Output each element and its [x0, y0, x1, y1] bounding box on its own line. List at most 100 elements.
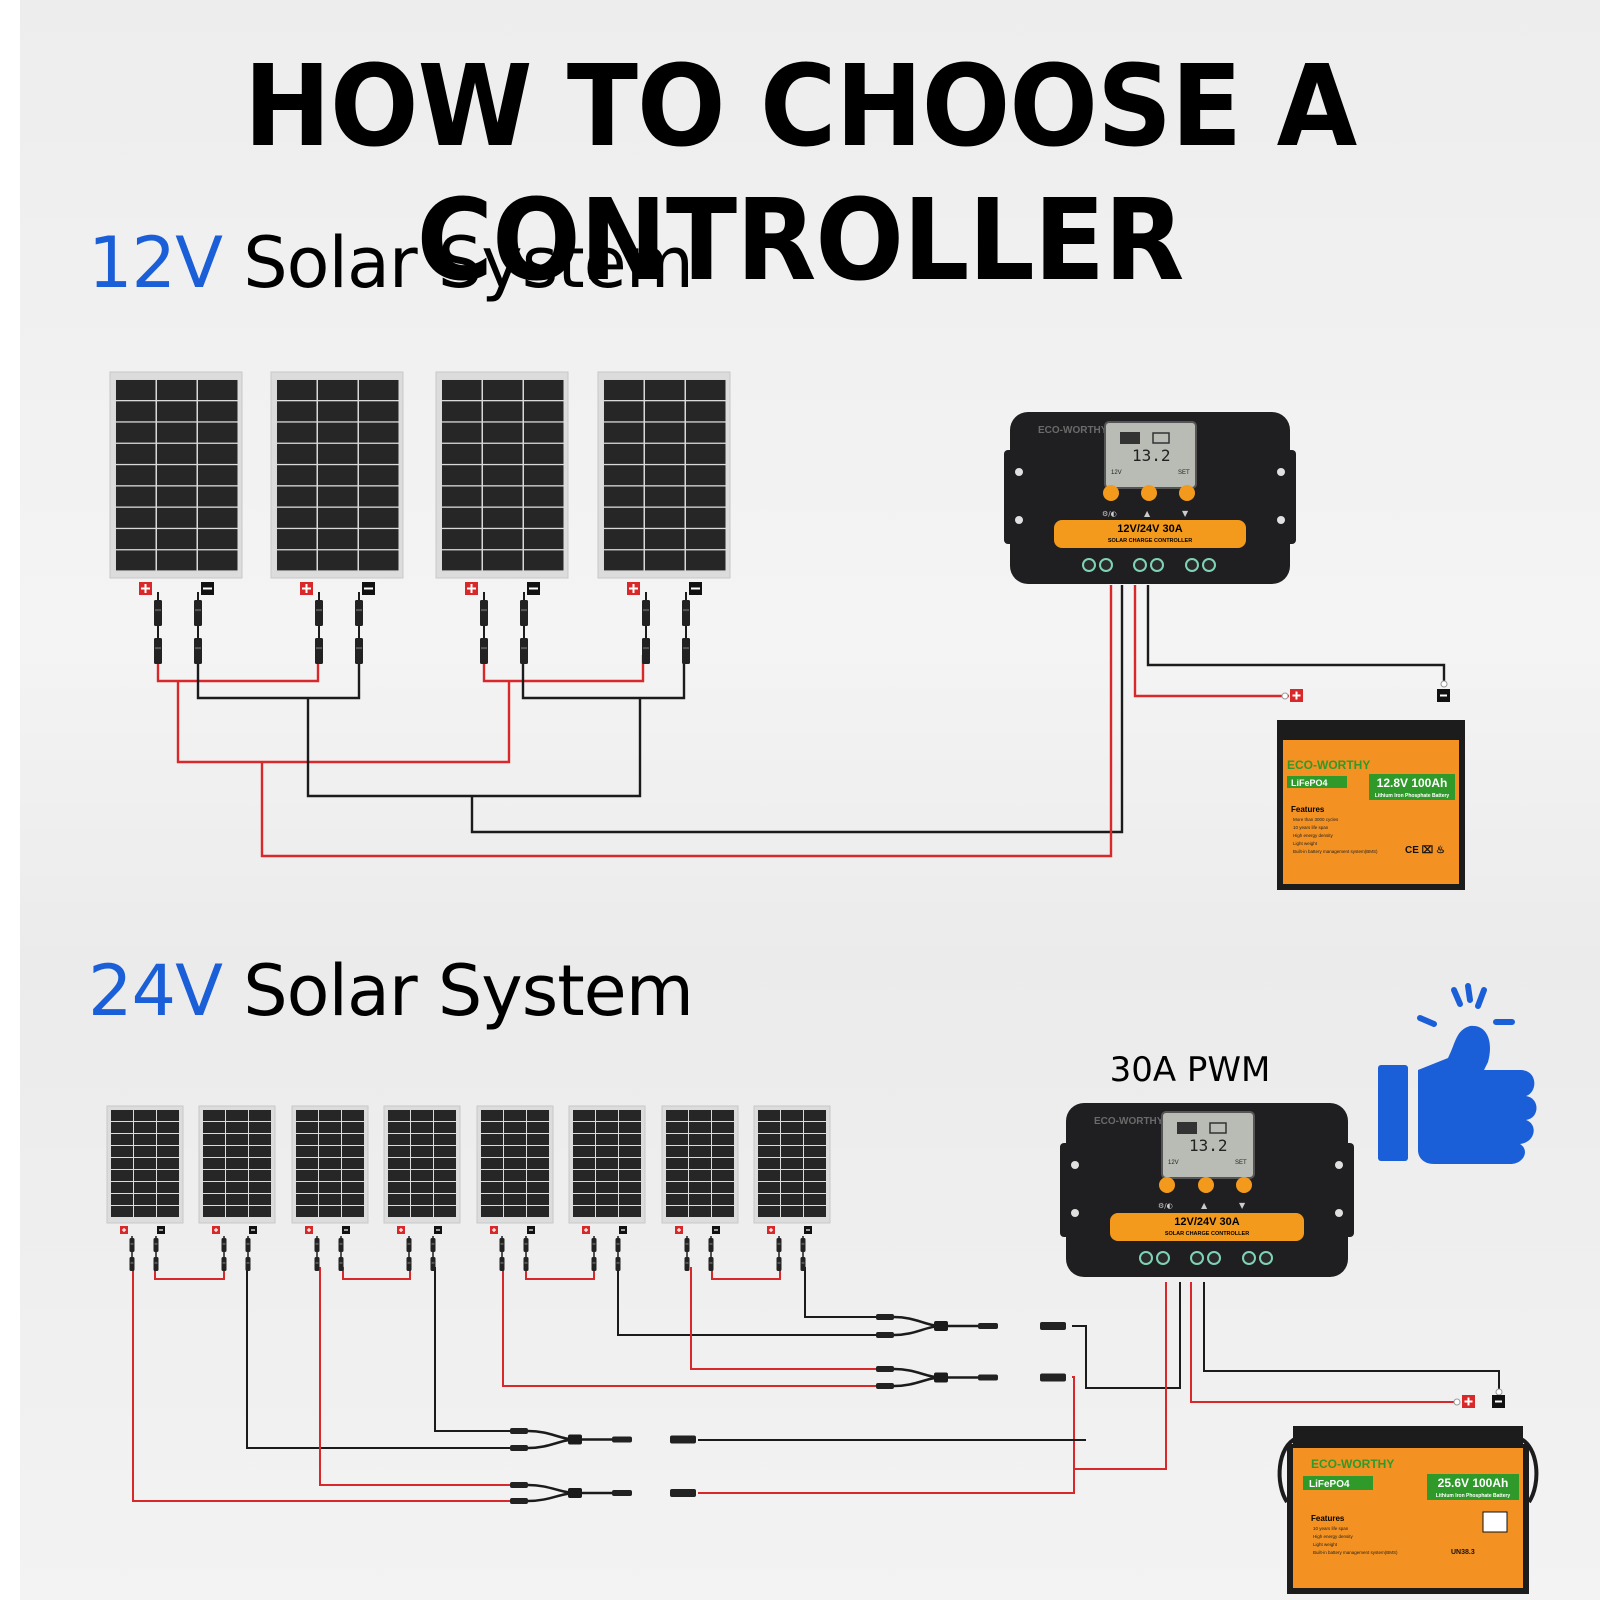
controller-terminals [1139, 1251, 1273, 1265]
mc4-connector [480, 638, 488, 664]
mc4-connector [800, 1238, 806, 1252]
y-branch-connectors [510, 1314, 1066, 1504]
battery-subtitle: Lithium Iron Phosphate Battery [1436, 1493, 1511, 1499]
solar-panel [291, 1105, 369, 1234]
wire-24v-run-red-1 [132, 1267, 512, 1502]
mc4-connector [523, 1257, 529, 1271]
heading-12v-label: Solar System [243, 222, 694, 304]
solar-panel [753, 1105, 831, 1234]
wiring-24v [132, 1267, 1500, 1502]
controller-rating: 12V/24V 30A [1117, 523, 1182, 535]
heading-24v-system: 24V Solar System [88, 950, 694, 1032]
mc4-connector [153, 1257, 159, 1271]
battery-top [1277, 720, 1465, 740]
mc4-connector [615, 1257, 621, 1271]
solar-panel [383, 1105, 461, 1234]
controller-subtitle: SOLAR CHARGE CONTROLLER [1165, 1231, 1249, 1237]
mc4-connector [245, 1238, 251, 1252]
mc4-connector [154, 638, 162, 664]
controller-terminals [1082, 558, 1216, 572]
battery-terminal-markers [1281, 680, 1505, 1408]
wire-24v-run-black-1 [246, 1267, 512, 1449]
battery-brand: ECO-WORTHY [1287, 758, 1370, 772]
battery-24v: ECO-WORTHY LiFePO4 25.6V 100Ah Lithium I… [1277, 1426, 1539, 1594]
down-arrow-icon: ▼ [1239, 1201, 1246, 1210]
wire-24v-run-red-3 [502, 1267, 878, 1387]
battery-handle-right [1518, 1436, 1539, 1504]
controller-brand: ECO-WORTHY [1094, 1116, 1164, 1127]
mc4-connector [776, 1257, 782, 1271]
mc4-connector [315, 638, 323, 664]
mc4-connector [406, 1257, 412, 1271]
battery-feature: More than 3000 cycles [1293, 817, 1339, 822]
left-edge-strip [0, 0, 20, 1600]
page-title: HOW TO CHOOSE A CONTROLLER [243, 42, 1357, 307]
solar-panel [106, 1105, 184, 1234]
battery-12v: ECO-WORTHY LiFePO4 12.8V 100Ah Lithium I… [1277, 720, 1465, 890]
battery-warning-icon [1482, 1511, 1508, 1533]
lcd-panel-icon [1177, 1122, 1197, 1134]
y-branch-connector [876, 1314, 1066, 1338]
controller-brand: ECO-WORTHY [1038, 425, 1108, 436]
mc4-connector [221, 1238, 227, 1252]
menu-button-icon: ⚙/◐ [1102, 510, 1117, 518]
charge-controller-12v: ECO-WORTHY 13.2 12V SET ⚙/◐ ▲ ▼ 12V/24V … [1004, 412, 1296, 584]
mc4-connector [520, 638, 528, 664]
lcd-panel-icon [1120, 432, 1140, 444]
battery-handle-left [1277, 1436, 1298, 1504]
wire-12v-battery-black [1146, 585, 1446, 684]
controller-right-tab [1280, 450, 1296, 544]
mc4-connector [314, 1238, 320, 1252]
mc4-connector [338, 1257, 344, 1271]
battery-chemistry: LiFePO4 [1309, 1479, 1350, 1490]
wire-24v-out-red-bottom [698, 1469, 1075, 1494]
controller-button-up[interactable] [1141, 485, 1157, 501]
mc4-connector [800, 1257, 806, 1271]
wire-24v-run-black-3 [617, 1267, 878, 1336]
mc4-connector [520, 600, 528, 626]
mc4-connector [406, 1238, 412, 1252]
solar-panel [198, 1105, 276, 1234]
controller-button-menu[interactable] [1103, 485, 1119, 501]
wire-12v-red-pair-a [156, 655, 320, 683]
controller-button-menu[interactable] [1159, 1177, 1175, 1193]
wire-24v-series-3 [525, 1267, 595, 1280]
mc4-connector [221, 1257, 227, 1271]
pwm-controller-label: 30A PWM [1109, 1050, 1271, 1090]
mc4-connector [194, 638, 202, 664]
wire-12v-red-pair-b [482, 655, 645, 683]
lcd-battery-icon [1152, 432, 1170, 444]
controller-label-band [1054, 520, 1246, 548]
lcd-small-right: SET [1178, 470, 1190, 476]
controller-button-down[interactable] [1236, 1177, 1252, 1193]
wire-12v-black-main [470, 585, 1124, 834]
battery-label [1283, 740, 1459, 884]
mc4-connector [499, 1257, 505, 1271]
battery-feature: Built-in battery management system(BMS) [1313, 1550, 1398, 1555]
battery-subtitle: Lithium Iron Phosphate Battery [1375, 793, 1450, 799]
battery-rating: 12.8V 100Ah [1377, 776, 1448, 790]
controller-button-down[interactable] [1179, 485, 1195, 501]
lcd-battery-icon [1209, 1122, 1227, 1134]
wire-24v-out-black-top [1072, 1282, 1181, 1389]
mc4-connector [591, 1238, 597, 1252]
wire-24v-run-red-2 [319, 1267, 512, 1486]
battery-chemistry: LiFePO4 [1291, 778, 1328, 788]
wire-12v-black-pair-b [521, 655, 686, 700]
mc4-connector [245, 1257, 251, 1271]
wire-12v-red-merge [176, 681, 511, 764]
solar-panel [568, 1105, 646, 1234]
lcd-small-right: SET [1235, 1160, 1247, 1166]
mc4-connector [153, 1238, 159, 1252]
mc4-connector [682, 600, 690, 626]
wire-24v-series-4 [711, 1267, 781, 1280]
mc4-connector [315, 600, 323, 626]
solar-panel [109, 371, 243, 595]
mc4-connector [499, 1238, 505, 1252]
wire-24v-series-1 [154, 1267, 225, 1280]
controller-label-band [1110, 1213, 1304, 1241]
controller-right-tab [1338, 1143, 1354, 1237]
controller-button-up[interactable] [1198, 1177, 1214, 1193]
battery-feature: Light weight [1293, 841, 1318, 846]
lcd-small-left: 12V [1111, 470, 1122, 476]
